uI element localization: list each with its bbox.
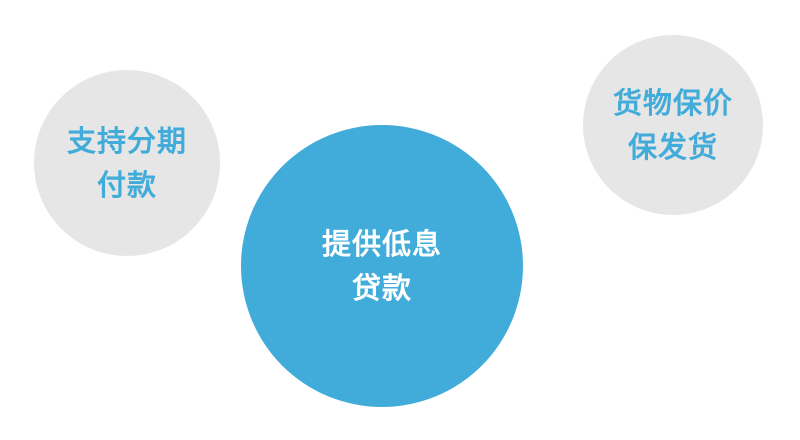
bubble-installment-payment: 支持分期 付款 <box>34 70 220 256</box>
bubble-installment-line-2: 付款 <box>96 168 157 202</box>
bubble-insurance-line-2: 保发货 <box>627 130 718 164</box>
bubble-insurance-line-1: 货物保价 <box>612 86 733 120</box>
bubble-installment-line-1: 支持分期 <box>66 124 187 158</box>
bubble-loan-line-1: 提供低息 <box>321 227 442 261</box>
bubble-loan-line-2: 贷款 <box>351 271 412 305</box>
bubble-low-interest-loan: 提供低息 贷款 <box>241 125 523 407</box>
bubble-cargo-insurance: 货物保价 保发货 <box>583 35 763 215</box>
